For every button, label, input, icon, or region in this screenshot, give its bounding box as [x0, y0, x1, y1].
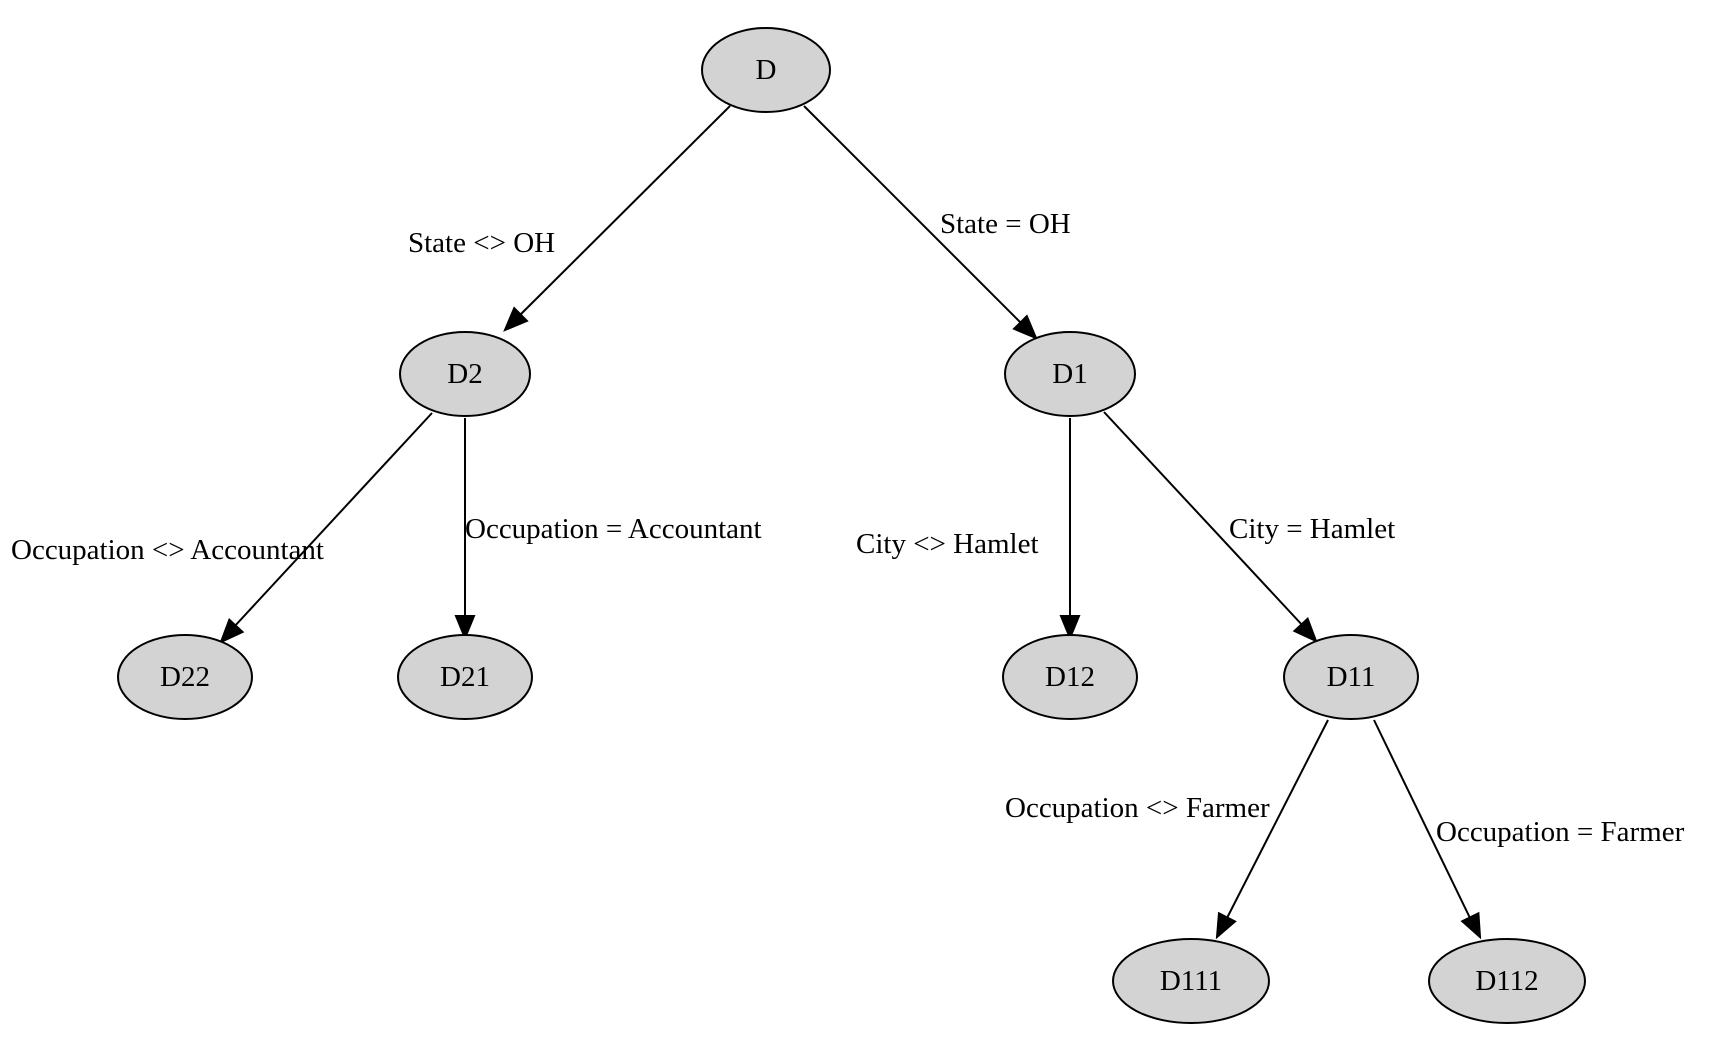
node-ellipse: [1112, 938, 1270, 1024]
edge-d-d2: State <> OH: [408, 105, 731, 332]
node-label: D2: [447, 358, 482, 390]
edge-label: State <> OH: [408, 227, 555, 259]
node-d2: D2: [399, 331, 531, 417]
node-d1: D1: [1004, 331, 1136, 417]
edge-line: [1373, 719, 1471, 919]
node-d11: D11: [1283, 634, 1419, 720]
node-ellipse: [117, 634, 253, 720]
arrowhead-icon: [1059, 615, 1081, 641]
edge-line: [803, 105, 1025, 327]
edge-label: Occupation = Farmer: [1436, 816, 1685, 848]
node-d111: D111: [1112, 938, 1270, 1024]
node-label: D21: [440, 661, 490, 693]
arrowhead-icon: [1012, 314, 1038, 340]
node-label: D11: [1327, 661, 1376, 693]
edge-d1-d11: City = Hamlet: [1103, 411, 1395, 643]
node-ellipse: [397, 634, 533, 720]
node-label: D111: [1160, 965, 1222, 997]
edge-line: [232, 412, 433, 629]
edge-label: Occupation <> Accountant: [11, 534, 324, 566]
node-ellipse: [1283, 634, 1419, 720]
node-ellipse: [1004, 331, 1136, 417]
arrowhead-icon: [454, 615, 476, 641]
node-ellipse: [701, 27, 831, 113]
node-d22: D22: [117, 634, 253, 720]
edge-line: [1226, 719, 1329, 919]
edge-label: State = OH: [940, 208, 1071, 240]
node-label: D: [756, 54, 777, 86]
arrowhead-icon: [1292, 617, 1318, 643]
arrowhead-icon: [219, 617, 245, 644]
edge-d-d1: State = OH: [803, 105, 1071, 340]
edge-label: City = Hamlet: [1229, 513, 1395, 545]
node-label: D1: [1052, 358, 1087, 390]
edge-line: [517, 105, 731, 318]
node-ellipse: [1428, 938, 1586, 1024]
edge-label: Occupation <> Farmer: [1005, 792, 1270, 824]
edge-d1-d12: City <> Hamlet: [856, 418, 1081, 641]
edge-d2-d21: Occupation = Accountant: [454, 418, 762, 641]
node-d21: D21: [397, 634, 533, 720]
node-label: D12: [1045, 661, 1095, 693]
edge-d11-d112: Occupation = Farmer: [1373, 719, 1685, 940]
node-d: D: [701, 27, 831, 113]
edge-line: [1103, 411, 1305, 628]
node-ellipse: [1002, 634, 1138, 720]
node-label: D112: [1475, 965, 1538, 997]
arrowhead-icon: [1215, 911, 1237, 940]
edge-d11-d111: Occupation <> Farmer: [1005, 719, 1329, 940]
edge-label: City <> Hamlet: [856, 528, 1039, 560]
node-label: D22: [160, 661, 210, 693]
edge-label: Occupation = Accountant: [465, 513, 762, 545]
edge-d2-d22: Occupation <> Accountant: [11, 412, 433, 644]
node-d12: D12: [1002, 634, 1138, 720]
arrowhead-icon: [1460, 911, 1482, 940]
node-d112: D112: [1428, 938, 1586, 1024]
node-ellipse: [399, 331, 531, 417]
arrowhead-icon: [503, 306, 529, 332]
